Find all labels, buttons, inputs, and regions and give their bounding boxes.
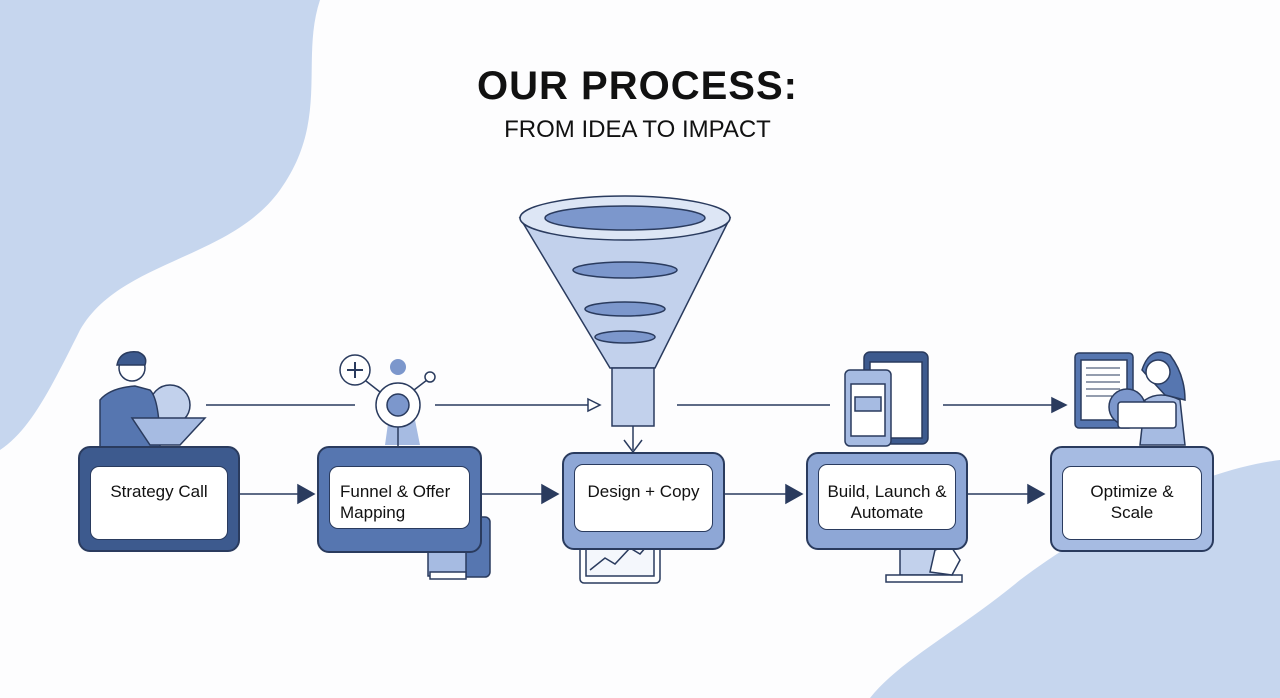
step-label: Funnel & Offer Mapping xyxy=(329,466,470,529)
step-label: Design + Copy xyxy=(574,464,713,532)
step-funnel-offer-mapping: Funnel & Offer Mapping xyxy=(317,446,482,553)
person-laptop-illustration xyxy=(99,351,207,451)
person-tablet-illustration xyxy=(1074,351,1186,446)
step-build-launch-automate: Build, Launch & Automate xyxy=(806,452,968,550)
mapping-nodes-illustration xyxy=(339,354,436,446)
connector-lines xyxy=(206,396,1068,505)
step-label: Optimize & Scale xyxy=(1062,466,1202,540)
step-design-copy: Design + Copy xyxy=(562,452,725,550)
step-optimize-scale: Optimize & Scale xyxy=(1050,446,1214,552)
mobile-devices-illustration xyxy=(844,351,929,447)
step-strategy-call: Strategy Call xyxy=(78,446,240,552)
arrow-icon xyxy=(1027,483,1046,505)
page-subtitle: FROM IDEA TO IMPACT xyxy=(504,116,771,143)
arrow-icon xyxy=(297,483,316,505)
step-label: Strategy Call xyxy=(90,466,228,540)
arrow-open-icon xyxy=(587,397,602,413)
page-title: OUR PROCESS: xyxy=(477,64,798,108)
arrow-icon xyxy=(541,483,560,505)
background-blob-top-left xyxy=(0,0,320,450)
arrow-icon xyxy=(785,483,804,505)
funnel-icon xyxy=(518,195,732,454)
step-label: Build, Launch & Automate xyxy=(818,464,956,530)
arrow-icon xyxy=(1051,396,1068,414)
